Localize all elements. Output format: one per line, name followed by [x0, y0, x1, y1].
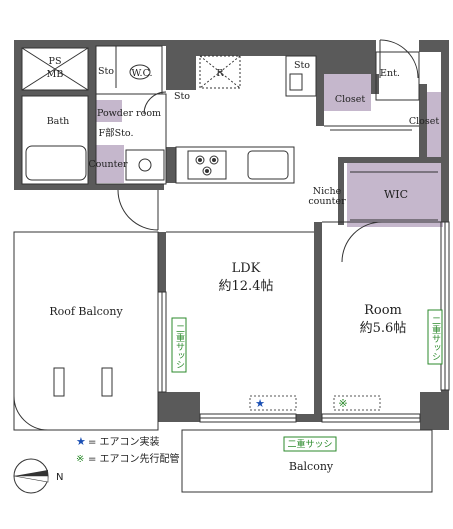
legend: ★ = エアコン実装 ※ = エアコン先行配管 [76, 435, 180, 465]
entrance-label: Ent. [380, 68, 400, 79]
ac-unit-ldk [249, 395, 297, 411]
hall-sto-label: Sto [294, 60, 310, 71]
ac-unit-room [333, 395, 381, 411]
ldk-label: LDK [232, 261, 261, 276]
balcony-double-sash-label: 二重サッシ [287, 438, 332, 450]
closet-fills [96, 74, 445, 227]
closet-1-label: Closet [335, 94, 366, 105]
niche-label: Niche [313, 186, 342, 197]
powder-room-label: Powder room [97, 108, 161, 119]
legend-installed-text: = エアコン実装 [88, 435, 160, 448]
kitchen-sto-label: Sto [174, 91, 190, 102]
legend-prepared-text: = エアコン先行配管 [88, 452, 180, 465]
mb-label: MB [47, 69, 64, 80]
refrigerator-label: R [216, 68, 224, 79]
counter-label: Counter [88, 159, 128, 170]
room-label: Room [364, 303, 402, 318]
wic-label: WIC [384, 188, 408, 201]
wc-sto-label: Sto [98, 66, 114, 77]
compass: N [13, 458, 63, 494]
compass-north-label: N [56, 472, 63, 483]
ac-installed-star-icon: ★ [255, 397, 265, 410]
interior-lines [13, 39, 450, 493]
bath-label: Bath [47, 116, 70, 127]
roof-balcony-label: Roof Balcony [49, 305, 123, 318]
ac-prepared-mark-icon: ※ [338, 397, 347, 410]
ldk-size-label: 約12.4帖 [219, 279, 274, 294]
ldk-double-sash-label: 二重サッシ [174, 324, 185, 369]
stove-burners [198, 158, 216, 173]
room-double-sash-label: 二重サッシ [430, 316, 441, 361]
counter-niche-label: counter [308, 196, 346, 207]
f-sto-label: F部Sto. [99, 127, 134, 139]
room-labels: PS MB Sto W.C. R Sto Sto Ent. Closet Clo… [47, 56, 440, 473]
wc-label: W.C. [131, 68, 152, 79]
ps-label: PS [49, 56, 62, 67]
balcony-label: Balcony [289, 460, 334, 473]
sash-labels: 二重サッシ 二重サッシ 二重サッシ [171, 309, 443, 452]
legend-star-icon: ★ [76, 435, 86, 448]
legend-prepared-icon: ※ [76, 454, 84, 465]
walls [14, 40, 449, 430]
closet-2-label: Closet [409, 116, 440, 127]
room-size-label: 約5.6帖 [360, 321, 407, 336]
